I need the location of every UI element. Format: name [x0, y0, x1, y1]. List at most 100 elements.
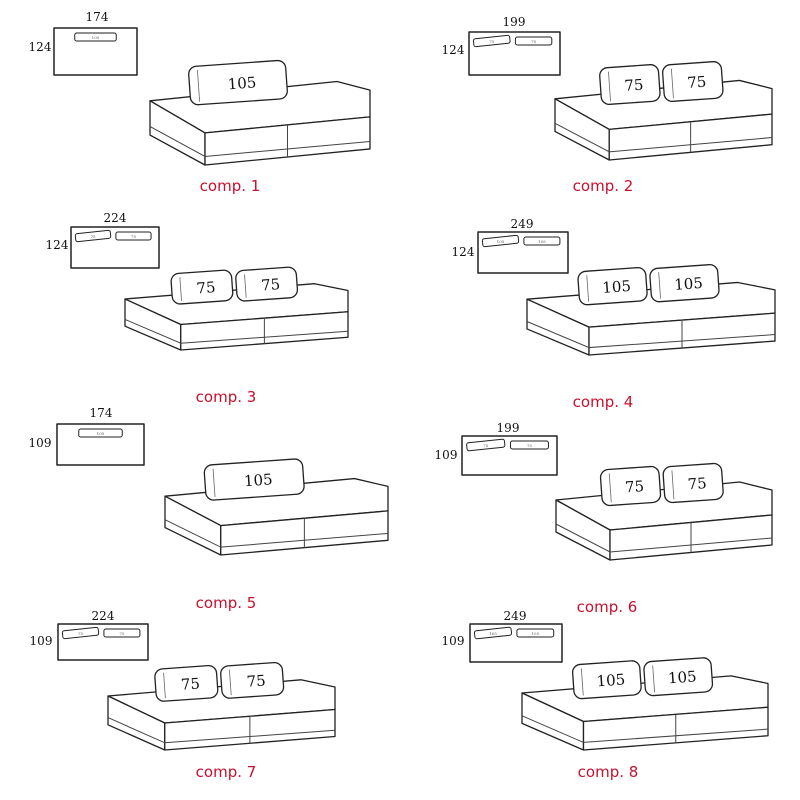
cushion-edge [179, 277, 182, 301]
back-cushion: 105 [571, 660, 642, 700]
cushion-size: 75 [246, 671, 266, 690]
width-dimension: 174 [86, 10, 109, 24]
cushion-edge [658, 272, 661, 299]
cushion-size: 105 [674, 274, 704, 294]
base-line [554, 122, 773, 153]
width-dimension: 224 [92, 609, 115, 623]
plan-cushion-size: 105 [489, 631, 497, 636]
cushion-edge [163, 672, 166, 699]
plan-cushion [115, 231, 152, 241]
plan-cushion-size: 75 [78, 631, 84, 636]
composition-label: comp. 4 [573, 393, 634, 411]
cushion-size: 105 [227, 73, 257, 93]
composition-label: comp. 8 [578, 763, 639, 781]
back-cushion: 75 [662, 462, 724, 504]
width-dimension: 174 [90, 406, 113, 420]
back-cushion: 75 [662, 61, 724, 103]
plan-cushion [472, 34, 511, 48]
plan-cushion-size: 105 [92, 35, 100, 40]
plan-cushion-size: 75 [131, 234, 137, 239]
cushion-size: 75 [624, 76, 644, 95]
plan-cushion [78, 428, 123, 438]
plan-cushion-size: 105 [531, 631, 539, 636]
cushion-edge [580, 668, 584, 696]
composition-label: comp. 7 [196, 763, 257, 781]
back-cushion: 105 [577, 267, 648, 306]
width-dimension: 249 [511, 217, 534, 231]
composition-label: comp. 5 [196, 594, 257, 612]
cushion-body [662, 462, 724, 504]
composition-4: 105 105 249 124 105 105 comp. 4 [452, 217, 776, 411]
plan-cushion [509, 440, 549, 450]
cushion-size: 75 [687, 474, 707, 493]
cushion-body [577, 267, 648, 306]
depth-dimension: 124 [46, 238, 69, 252]
depth-dimension: 124 [29, 40, 52, 54]
plan-cushion-size: 75 [489, 39, 495, 44]
base-line [521, 715, 769, 743]
base-line [526, 321, 776, 349]
plan-cushion [61, 626, 100, 640]
plan-cushion [74, 229, 112, 243]
plan-cushion [514, 36, 553, 46]
cushion-body [571, 660, 642, 700]
cushion-body [154, 664, 219, 702]
plan-cushion-size: 75 [527, 443, 533, 448]
composition-label: comp. 2 [573, 177, 634, 195]
cushion-body [220, 661, 285, 699]
width-dimension: 199 [503, 15, 526, 29]
back-cushion: 105 [643, 657, 714, 697]
back-cushion: 105 [188, 59, 288, 106]
cushion-body [188, 59, 288, 106]
depth-dimension: 124 [442, 43, 465, 57]
base-line [107, 717, 336, 744]
composition-label: comp. 1 [200, 177, 261, 195]
back-cushion: 75 [220, 661, 285, 699]
cushion-size: 75 [196, 278, 216, 297]
cushion-edge [212, 468, 216, 497]
depth-dimension: 124 [452, 245, 475, 259]
cushion-body [235, 266, 299, 302]
back-cushion: 75 [170, 269, 234, 305]
width-dimension: 199 [497, 421, 520, 435]
cushion-size: 105 [602, 277, 632, 297]
cushion-size: 75 [180, 674, 200, 693]
depth-dimension: 109 [30, 634, 53, 648]
cushion-edge [244, 274, 247, 298]
plan-cushion [74, 32, 117, 42]
cushion-size: 105 [667, 667, 697, 687]
plan-cushion [473, 626, 513, 640]
base-line [555, 523, 773, 553]
depth-dimension: 109 [442, 634, 465, 648]
cushion-body [170, 269, 234, 305]
back-cushion: 75 [599, 64, 661, 106]
plan-cushion-size: 75 [483, 443, 489, 448]
base-line [149, 126, 371, 157]
cushion-edge [608, 71, 611, 102]
cushion-body [662, 61, 724, 103]
plan-cushion-size: 105 [497, 239, 505, 244]
back-cushion: 105 [203, 458, 305, 501]
cushion-edge [670, 68, 674, 99]
plan-cushion-size: 105 [538, 239, 546, 244]
cushion-edge [197, 70, 201, 102]
cushion-edge [608, 473, 612, 503]
cushion-size: 75 [687, 73, 707, 92]
cushion-body [203, 458, 305, 501]
plan-cushion [103, 628, 141, 638]
cushion-edge [229, 669, 232, 696]
base-line [124, 318, 349, 344]
back-cushion: 75 [154, 664, 219, 702]
plan-cushion [516, 628, 555, 638]
plan-cushion [523, 236, 561, 246]
cushion-size: 75 [261, 275, 281, 294]
composition-label: comp. 6 [577, 598, 638, 616]
composition-label: comp. 3 [196, 388, 257, 406]
